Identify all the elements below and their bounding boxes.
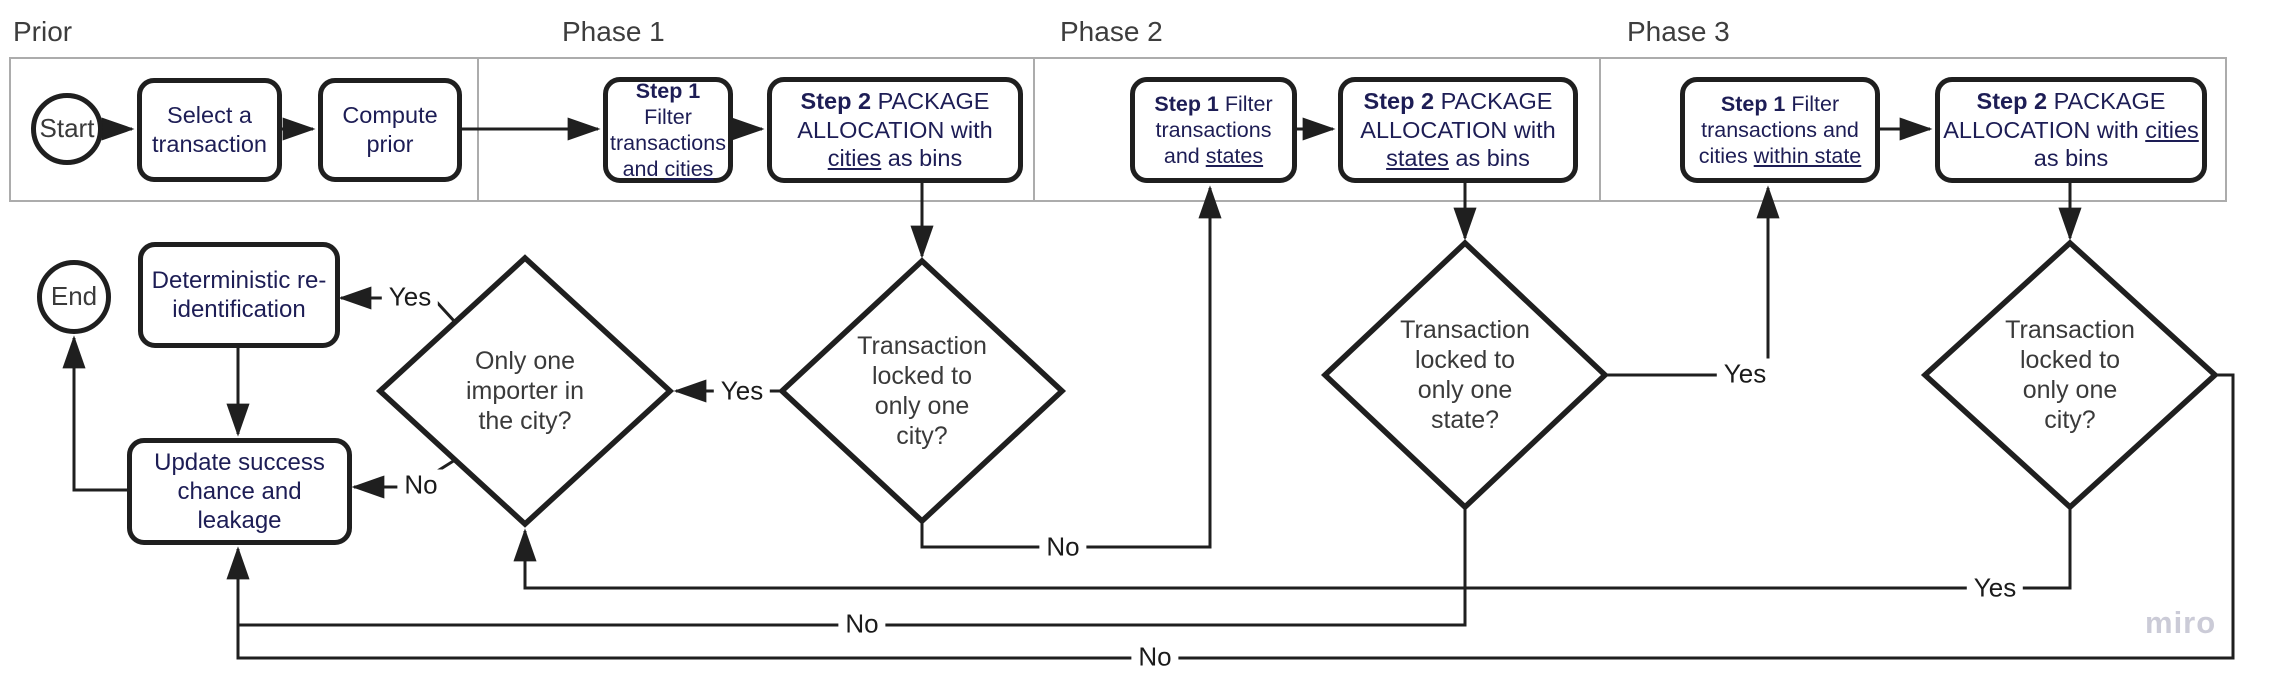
lane-title-phase2[interactable]: Phase 2 [1060, 16, 1163, 47]
decision-only-one-importer-label: Only one importer in the city? [465, 347, 585, 435]
decision-locked-one-state-label: Transaction locked to only one state? [1400, 316, 1530, 434]
edge-state-yes-to-phase3[interactable] [1605, 185, 1780, 377]
decision-locked-one-city-p1-label: Transaction locked to only one city? [857, 332, 987, 450]
phase1-step2-node[interactable]: Step 2 PACKAGE ALLOCATION with cities as… [767, 77, 1023, 183]
compute-prior-node[interactable]: Compute prior [318, 78, 462, 182]
phase2-step2-label: Step 2 PACKAGE ALLOCATION with states as… [1360, 88, 1556, 172]
update-success-node[interactable]: Update success chance and leakage [127, 438, 352, 545]
edge-label-p3city-yes[interactable]: Yes [1966, 572, 2024, 604]
lane-title-prior[interactable]: Prior [13, 16, 73, 47]
edge-label-state-no[interactable]: No [838, 608, 886, 640]
edge-state-no-to-update[interactable] [238, 507, 1467, 627]
phase3-step1-node[interactable]: Step 1 Filter transactions and cities wi… [1680, 77, 1880, 183]
select-transaction-label: Select a transaction [152, 102, 267, 157]
edge-label-importer-no[interactable]: No [397, 469, 445, 501]
end-node[interactable]: End [37, 260, 111, 334]
edge-p3city-no-to-update[interactable] [226, 373, 2235, 660]
lane-divider-2 [1033, 57, 1035, 202]
edge-p3city-yes-to-importer[interactable] [513, 507, 2072, 590]
phase1-step1-label: Step 1 Filter transactions and cities [610, 78, 726, 182]
phase2-step2-node[interactable]: Step 2 PACKAGE ALLOCATION with states as… [1338, 77, 1578, 183]
edge-label-state-yes[interactable]: Yes [1716, 358, 1774, 390]
compute-prior-label: Compute prior [342, 102, 438, 157]
phase1-step1-node[interactable]: Step 1 Filter transactions and cities [603, 77, 733, 183]
phase3-step1-label: Step 1 Filter transactions and cities wi… [1698, 91, 1862, 169]
end-label: End [50, 281, 98, 312]
phase2-step1-node[interactable]: Step 1 Filter transactions and states [1130, 77, 1297, 183]
lane-title-phase3[interactable]: Phase 3 [1627, 16, 1730, 47]
start-label: Start [39, 113, 95, 144]
select-transaction-node[interactable]: Select a transaction [137, 78, 282, 182]
start-node[interactable]: Start [31, 93, 103, 165]
edge-label-city-no[interactable]: No [1039, 531, 1087, 563]
phase3-step2-label: Step 2 PACKAGE ALLOCATION with cities as… [1943, 88, 2199, 172]
edge-label-p3city-no[interactable]: No [1131, 641, 1179, 673]
decision-only-one-importer[interactable] [375, 254, 675, 528]
phase1-step2-label: Step 2 PACKAGE ALLOCATION with cities as… [797, 88, 993, 172]
edge-label-importer-yes[interactable]: Yes [381, 281, 439, 313]
decision-locked-one-city-p3-label: Transaction locked to only one city? [2005, 316, 2135, 434]
deterministic-reid-node[interactable]: Deterministic re-identification [138, 242, 340, 348]
lane-divider-3 [1599, 57, 1601, 202]
phase2-step1-label: Step 1 Filter transactions and states [1154, 91, 1273, 169]
phase3-step2-node[interactable]: Step 2 PACKAGE ALLOCATION with cities as… [1935, 77, 2207, 183]
decision-locked-one-city-p1[interactable] [777, 257, 1067, 525]
decision-locked-one-city-p3[interactable] [1920, 239, 2220, 511]
edge-update-to-end[interactable] [62, 335, 127, 492]
miro-watermark: miro [2145, 605, 2217, 640]
decision-locked-one-state[interactable] [1320, 239, 1610, 511]
edge-label-city-yes[interactable]: Yes [713, 375, 771, 407]
deterministic-reid-label: Deterministic re-identification [151, 266, 327, 323]
update-success-label: Update success chance and leakage [154, 448, 325, 535]
lane-title-phase1[interactable]: Phase 1 [562, 16, 665, 47]
